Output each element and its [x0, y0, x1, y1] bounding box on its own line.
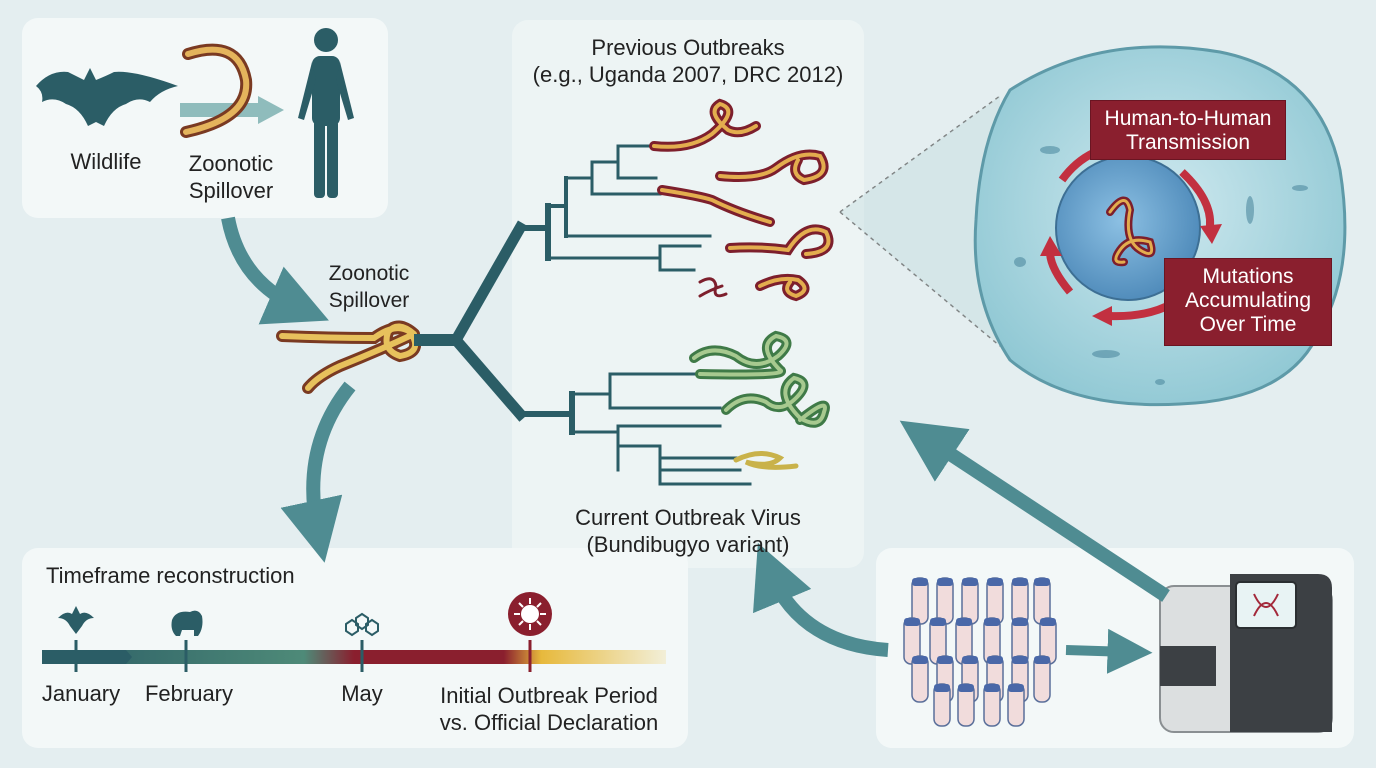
zoom-line — [839, 95, 1001, 213]
sample-tubes — [903, 577, 1057, 727]
month-may: May — [341, 681, 383, 706]
timeline-panel — [22, 548, 688, 748]
arrow-to-sequencer — [1065, 628, 1153, 674]
human-silhouette-icon — [298, 28, 354, 198]
animal-marker-icon — [171, 610, 203, 636]
curved-arrow-to-timeline — [280, 381, 356, 563]
current-outbreak-viruses — [689, 330, 830, 470]
outbreak-virus-marker-icon — [508, 592, 552, 636]
phylogenetic-tree — [414, 144, 752, 486]
transmission-box: Human-to-Human Transmission — [1090, 100, 1286, 160]
sequencer-machine-icon — [1159, 574, 1333, 733]
zoonotic-spillover-label: Zoonotic Spillover — [328, 262, 410, 312]
zoom-line — [839, 211, 1001, 347]
arrow-to-tree — [753, 542, 889, 657]
bat-marker-icon — [58, 606, 94, 634]
curved-arrow-down — [221, 216, 329, 325]
outbreak-period-label: Initial Outbreak Period vs. Official Dec… — [439, 683, 659, 735]
wildlife-label: Wildlife — [70, 149, 142, 174]
previous-outbreaks-title: Previous Outbreaks (e.g., Uganda 2007, D… — [532, 35, 844, 87]
bat-icon — [36, 68, 178, 126]
current-outbreak-title: Current Outbreak Virus (Bundibugyo varia… — [575, 505, 801, 557]
cells-marker-icon — [345, 612, 379, 637]
arrow-to-cell — [899, 420, 1170, 602]
zoonotic-spillover-panel-label: Zoonotic Spillover — [188, 151, 274, 203]
tangled-virus-icon — [276, 320, 422, 394]
timeline-bar — [42, 650, 666, 664]
month-january: January — [41, 681, 121, 706]
previous-outbreak-viruses — [649, 98, 834, 302]
month-february: February — [144, 681, 234, 706]
mutations-box: Mutations Accumulating Over Time — [1164, 258, 1332, 346]
timeframe-title: Timeframe reconstruction — [46, 563, 295, 588]
